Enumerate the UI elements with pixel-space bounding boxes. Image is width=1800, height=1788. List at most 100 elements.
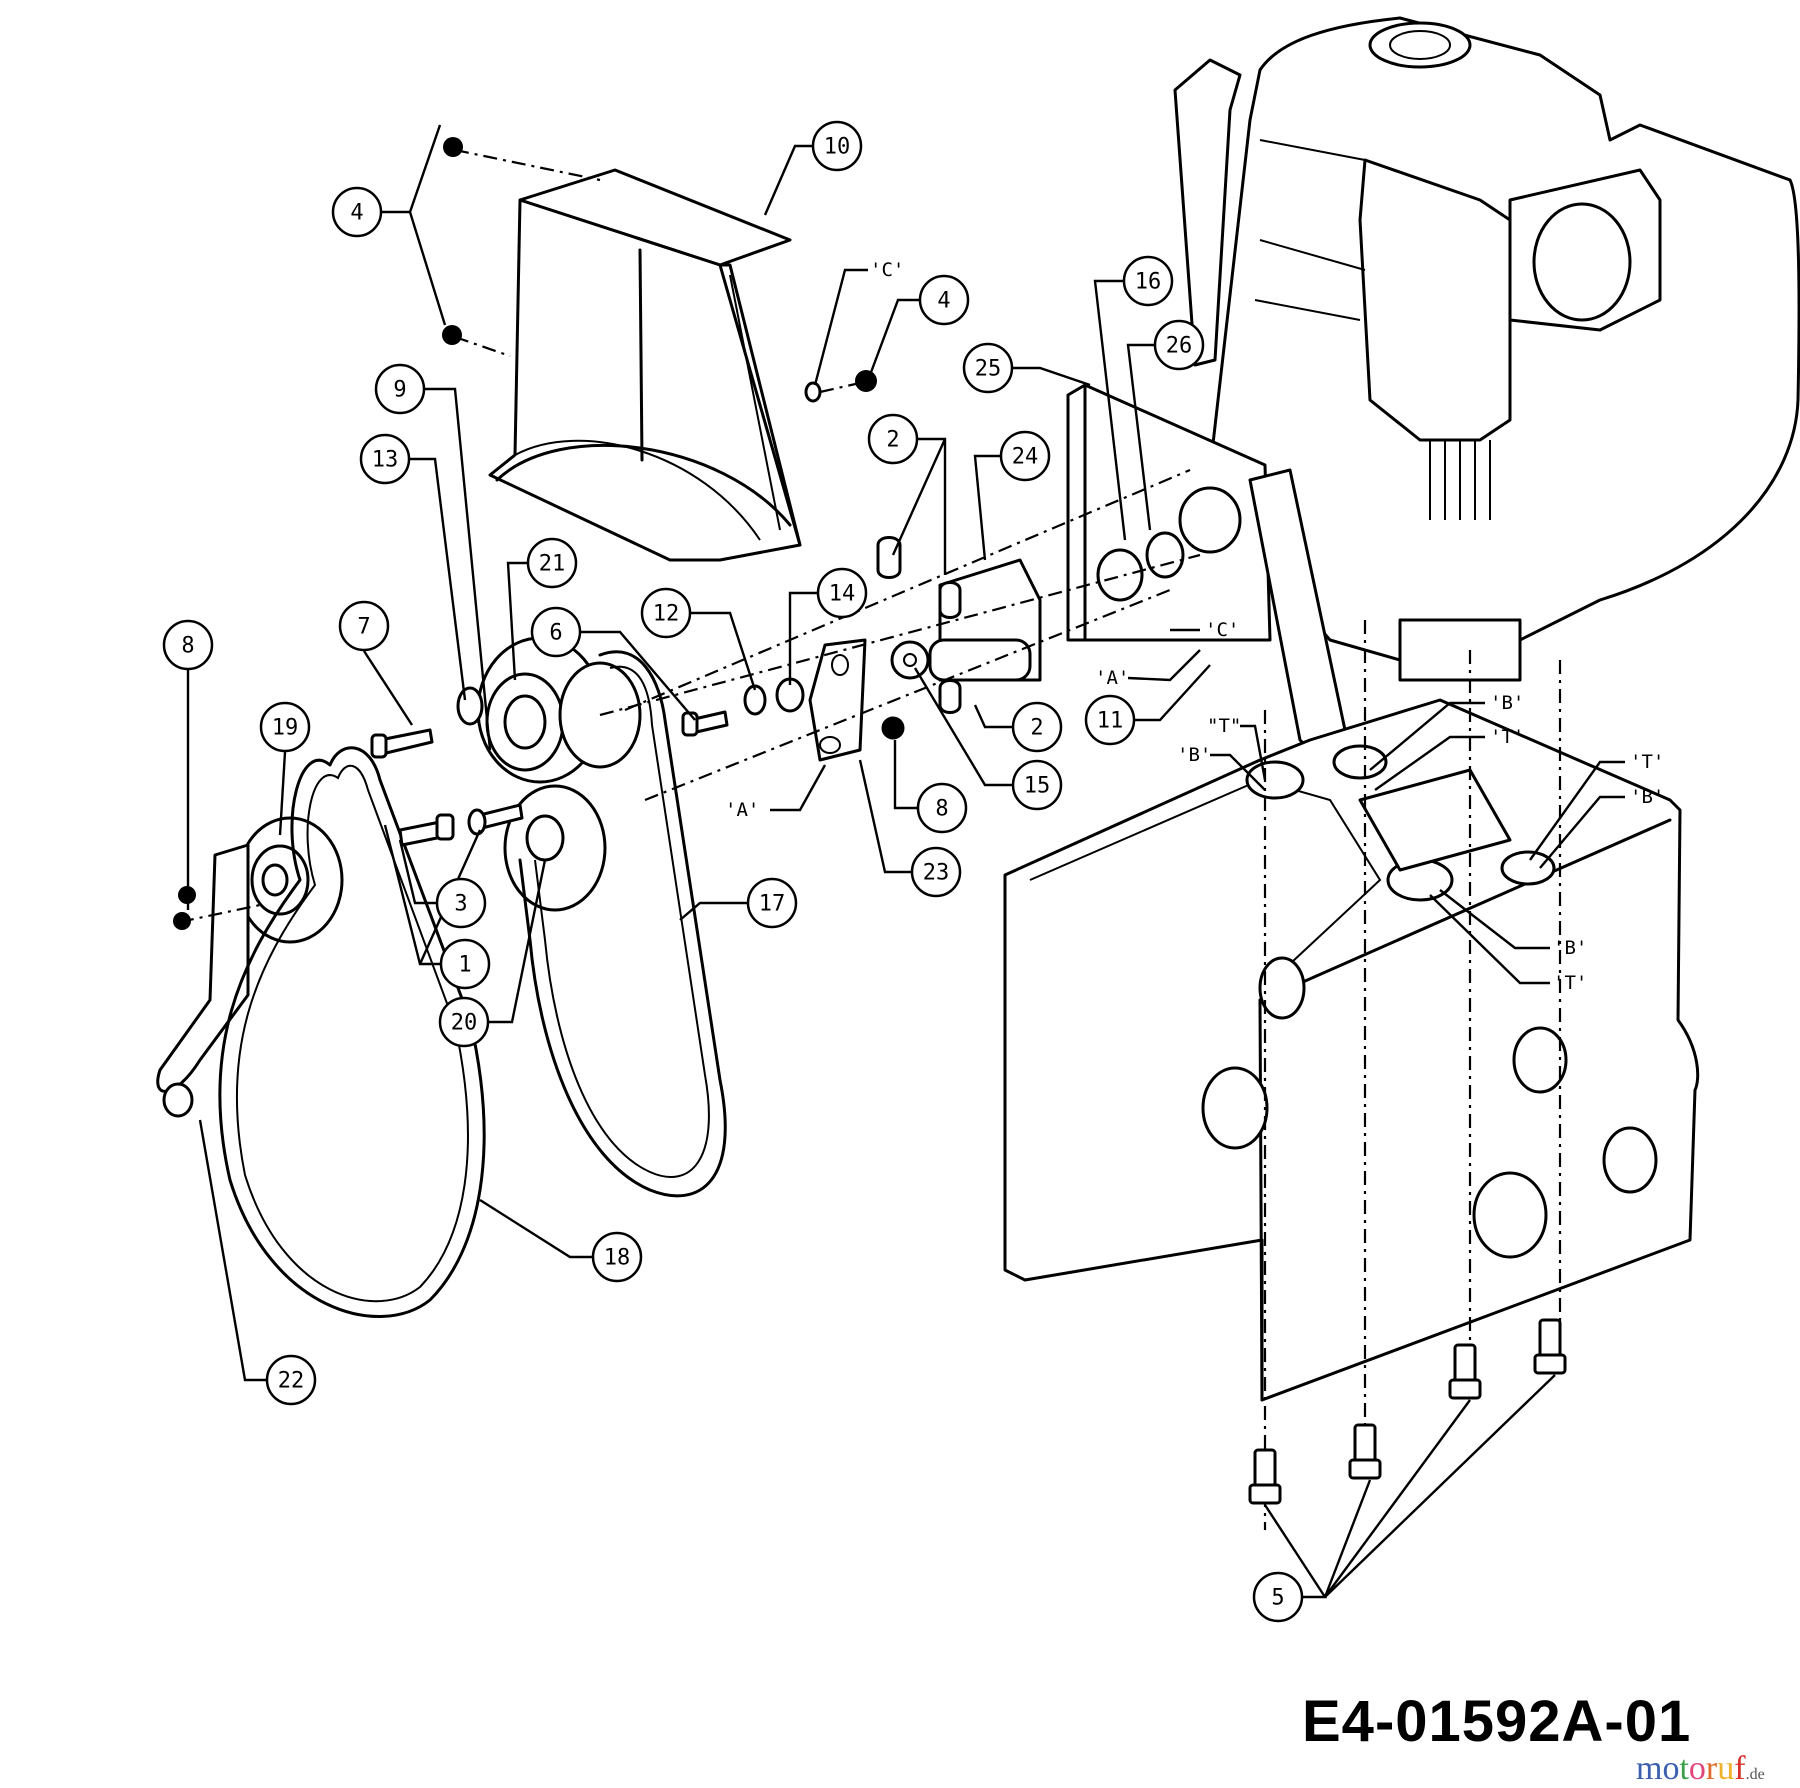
callout-part-22: 22 bbox=[265, 1354, 317, 1406]
pulley-part-21 bbox=[476, 636, 642, 784]
link-plate-part-23 bbox=[808, 638, 905, 762]
callout-number: 21 bbox=[539, 552, 566, 577]
callout-circle bbox=[331, 186, 383, 238]
watermark-letter: r bbox=[1705, 1750, 1718, 1787]
callout-number: 8 bbox=[181, 634, 194, 659]
callout-number: 16 bbox=[1135, 270, 1162, 295]
callout-circle bbox=[438, 996, 490, 1048]
callout-circle bbox=[1252, 1571, 1304, 1623]
callout-part-4: 4 bbox=[331, 186, 383, 238]
callout-circle bbox=[1011, 701, 1063, 753]
callout-circle bbox=[916, 782, 968, 834]
callout-circle bbox=[439, 938, 491, 990]
reference-mark: "T" bbox=[1207, 715, 1241, 737]
callout-part-11: 11 bbox=[1084, 694, 1136, 746]
mounting-plate-part-25 bbox=[1066, 383, 1347, 762]
belt-part-17 bbox=[518, 650, 727, 1198]
callout-part-16: 16 bbox=[1122, 255, 1174, 307]
idler-bracket-part-22 bbox=[156, 843, 250, 1118]
callout-part-6: 6 bbox=[530, 606, 582, 658]
callout-number: 12 bbox=[653, 602, 680, 627]
callout-number: 9 bbox=[393, 378, 406, 403]
callout-circle bbox=[435, 877, 487, 929]
callout-number: 18 bbox=[604, 1246, 631, 1271]
watermark-letter: u bbox=[1717, 1750, 1735, 1787]
callout-number: 14 bbox=[829, 582, 856, 607]
callout-circle bbox=[640, 587, 692, 639]
callout-circle bbox=[811, 120, 863, 172]
callout-circle bbox=[530, 606, 582, 658]
callout-part-23: 23 bbox=[910, 846, 962, 898]
callout-number: 23 bbox=[923, 861, 950, 886]
callout-number: 6 bbox=[549, 621, 562, 646]
callout-number: 13 bbox=[372, 448, 399, 473]
callout-circle bbox=[374, 363, 426, 415]
callout-number: 19 bbox=[272, 716, 299, 741]
bracket-part-24 bbox=[876, 536, 1042, 714]
watermark-letter: f bbox=[1734, 1750, 1746, 1787]
hardware-bolts bbox=[173, 137, 877, 930]
leader-lines bbox=[186, 124, 1625, 1599]
callout-circle bbox=[1011, 759, 1063, 811]
idler-pulley-part-19 bbox=[236, 816, 344, 944]
callout-circle bbox=[867, 413, 919, 465]
callout-circle bbox=[1122, 255, 1174, 307]
callout-circle bbox=[999, 430, 1051, 482]
reference-mark: 'A' bbox=[1095, 667, 1129, 689]
callout-circle bbox=[918, 274, 970, 326]
reference-mark: 'B' bbox=[1630, 786, 1664, 808]
callout-part-8: 8 bbox=[916, 782, 968, 834]
callout-number: 2 bbox=[1030, 716, 1043, 741]
callout-circle bbox=[1153, 319, 1205, 371]
callout-part-25: 25 bbox=[962, 342, 1014, 394]
callout-circle bbox=[962, 342, 1014, 394]
callout-part-1: 1 bbox=[439, 938, 491, 990]
watermark-letter: t bbox=[1679, 1750, 1689, 1787]
callout-number: 3 bbox=[454, 892, 467, 917]
callout-circle bbox=[816, 567, 868, 619]
callout-circle bbox=[162, 619, 214, 671]
reference-mark: 'T' bbox=[1630, 751, 1664, 773]
callout-part-2: 2 bbox=[867, 413, 919, 465]
callout-part-9: 9 bbox=[374, 363, 426, 415]
callout-number: 17 bbox=[759, 892, 786, 917]
callout-number: 8 bbox=[935, 797, 948, 822]
assembly-centerlines bbox=[179, 148, 1562, 1530]
callout-number: 15 bbox=[1024, 774, 1051, 799]
callout-part-14: 14 bbox=[816, 567, 868, 619]
callout-part-4: 4 bbox=[918, 274, 970, 326]
callout-part-18: 18 bbox=[591, 1231, 643, 1283]
reference-mark: 'C' bbox=[1205, 619, 1239, 641]
callout-number: 4 bbox=[350, 201, 363, 226]
callout-part-8: 8 bbox=[162, 619, 214, 671]
callout-number: 22 bbox=[278, 1369, 305, 1394]
callout-part-3: 3 bbox=[435, 877, 487, 929]
callout-number: 4 bbox=[937, 289, 950, 314]
watermark-suffix: .de bbox=[1745, 1766, 1765, 1783]
callout-number: 5 bbox=[1271, 1586, 1284, 1611]
reference-mark: 'C' bbox=[870, 259, 904, 281]
callout-part-15: 15 bbox=[1011, 759, 1063, 811]
watermark-letter: o bbox=[1662, 1750, 1680, 1787]
callout-circle bbox=[259, 701, 311, 753]
callout-circle bbox=[591, 1231, 643, 1283]
reference-mark: 'T' bbox=[1553, 972, 1587, 994]
callout-circle bbox=[359, 433, 411, 485]
reference-mark: 'B' bbox=[1490, 692, 1524, 714]
callout-part-17: 17 bbox=[746, 877, 798, 929]
callout-circle bbox=[338, 600, 390, 652]
callout-part-5: 5 bbox=[1252, 1571, 1304, 1623]
callout-circle bbox=[526, 537, 578, 589]
callout-number: 26 bbox=[1166, 334, 1193, 359]
callout-number: 2 bbox=[886, 428, 899, 453]
belt-cover-part-10 bbox=[488, 168, 802, 562]
callout-part-24: 24 bbox=[999, 430, 1051, 482]
callout-circle bbox=[1084, 694, 1136, 746]
watermark-letter: o bbox=[1688, 1750, 1706, 1787]
callout-part-7: 7 bbox=[338, 600, 390, 652]
callout-part-13: 13 bbox=[359, 433, 411, 485]
callout-number: 7 bbox=[357, 615, 370, 640]
callout-part-21: 21 bbox=[526, 537, 578, 589]
